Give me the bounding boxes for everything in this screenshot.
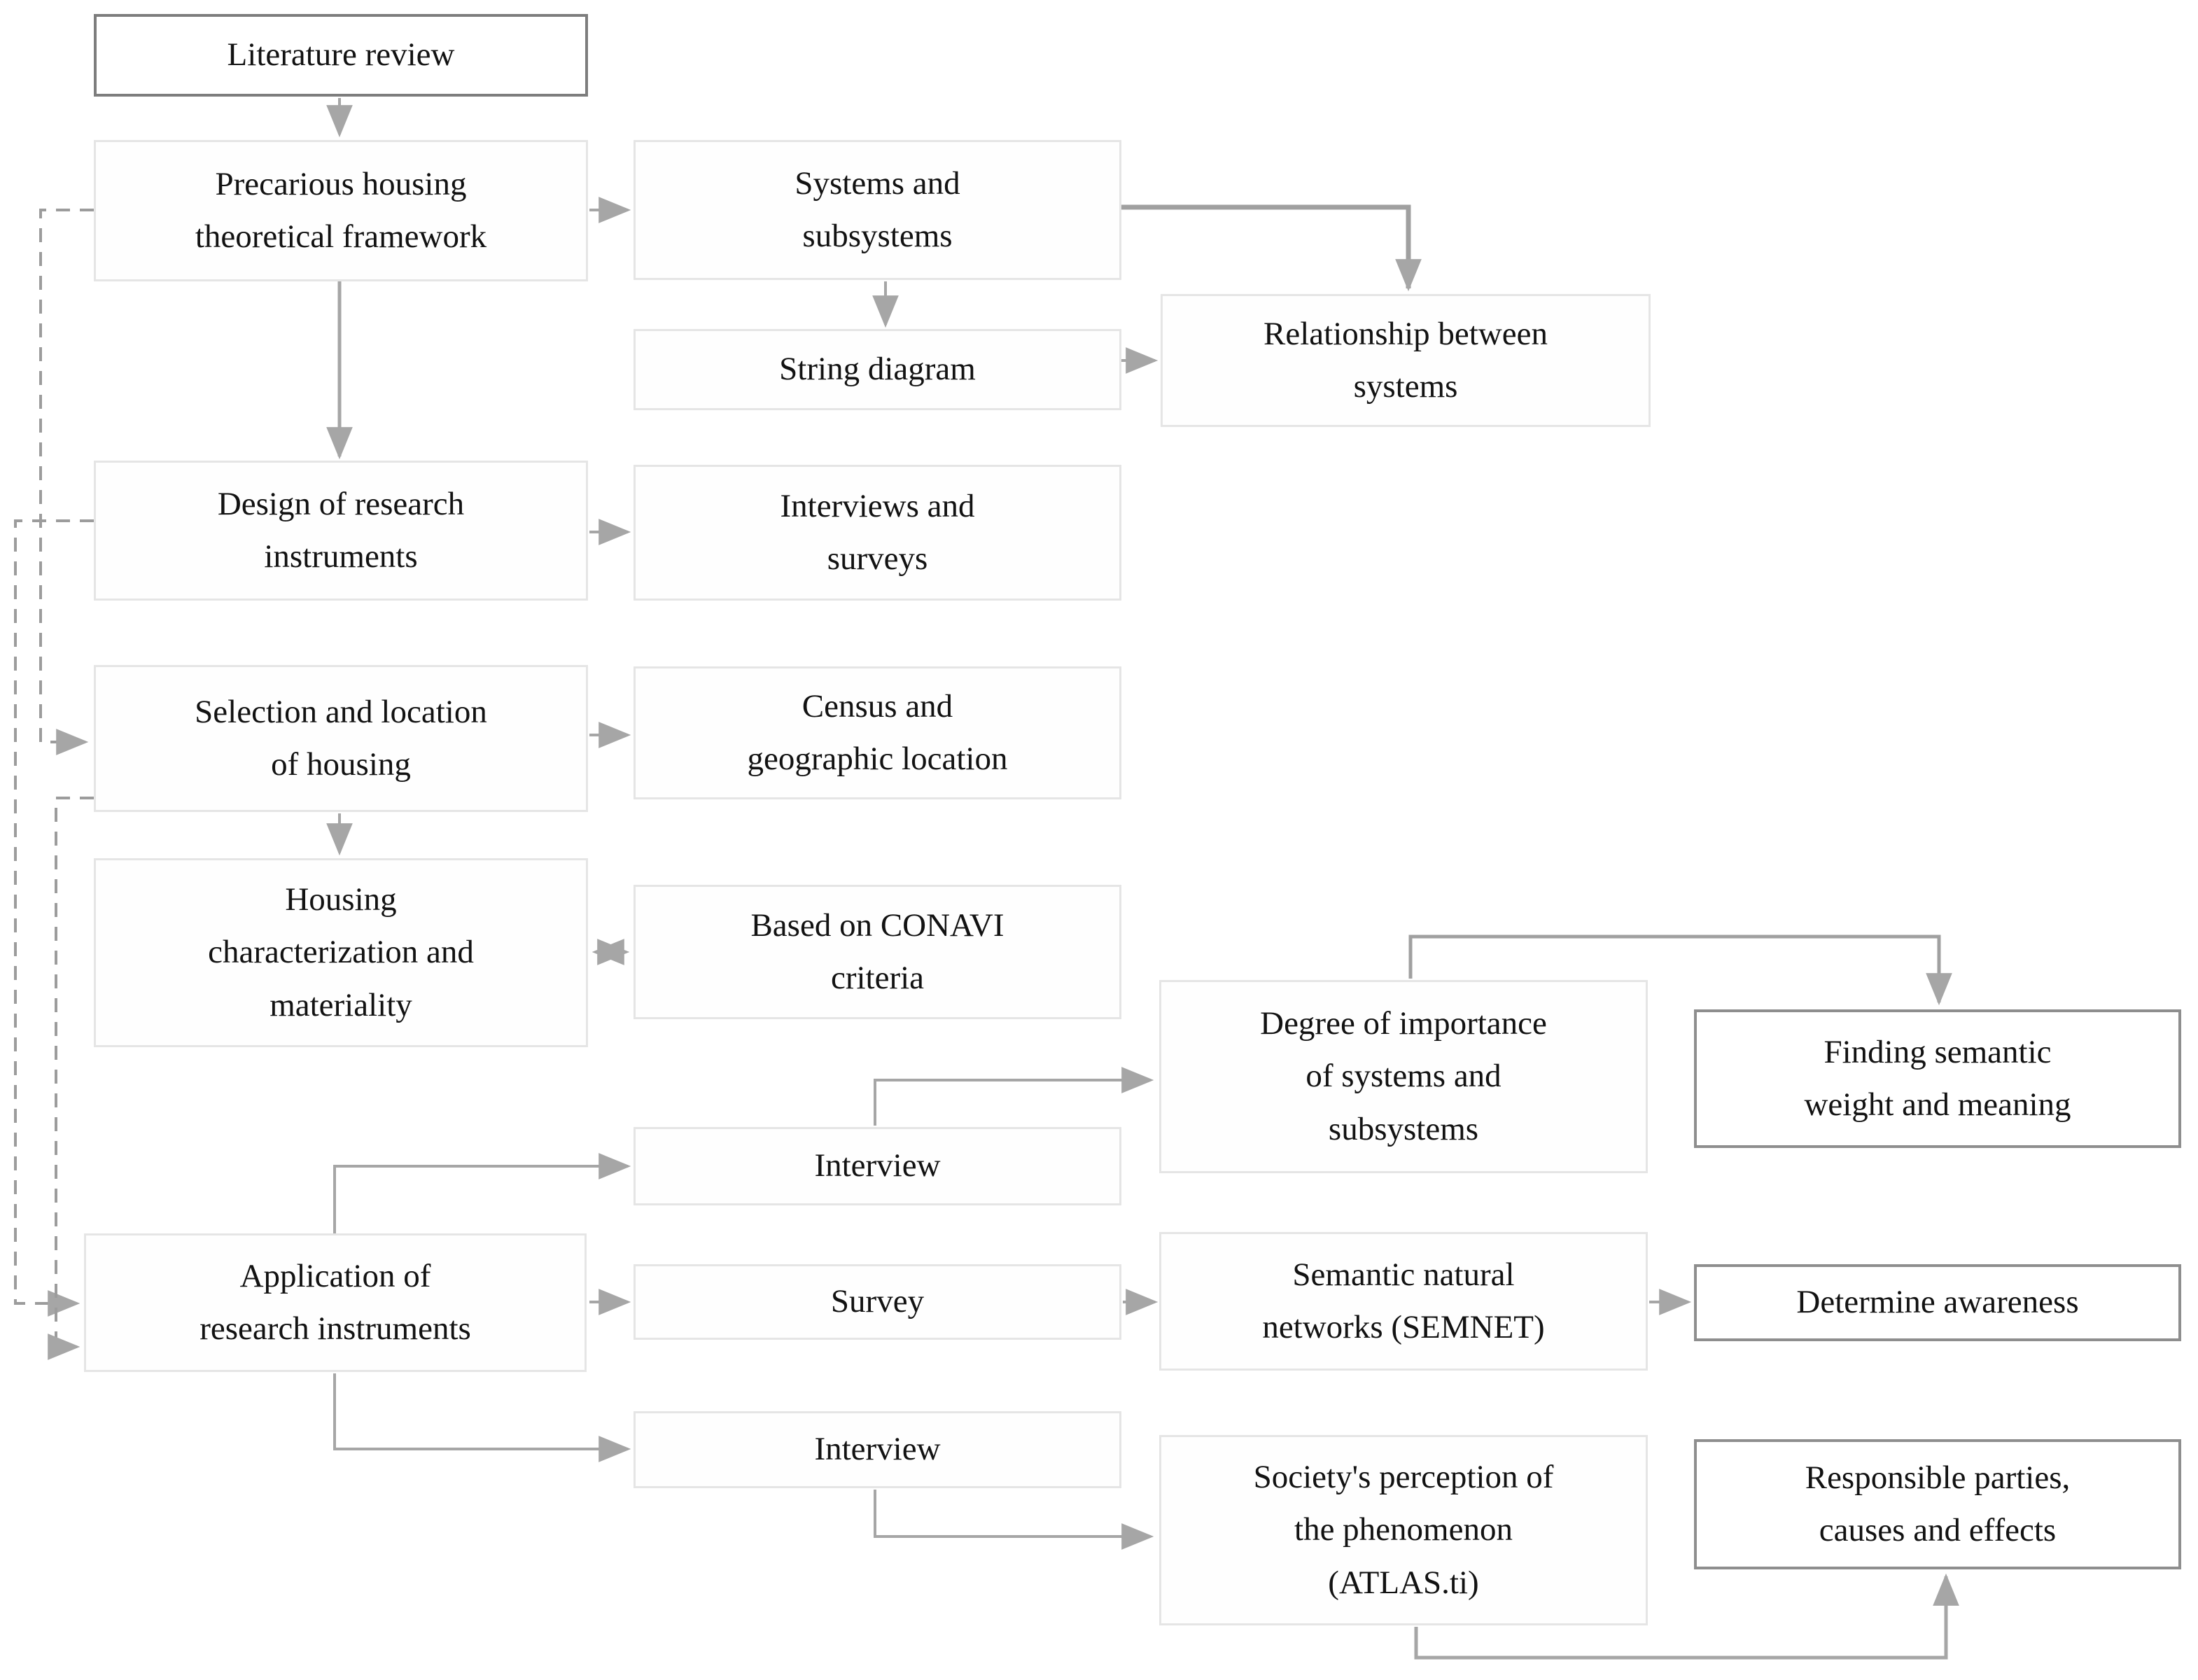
node-degree-of-importance: Degree of importance of systems and subs… — [1159, 980, 1648, 1173]
node-string-diagram: String diagram — [634, 329, 1121, 410]
dashed-precarious-to-selection — [39, 209, 94, 755]
node-interview-bottom: Interview — [634, 1411, 1121, 1488]
node-label: Semantic natural networks (SEMNET) — [1262, 1256, 1545, 1345]
arrow-interview-top-to-degree — [874, 1067, 1154, 1126]
node-label: Literature review — [227, 36, 455, 74]
node-systems-and-subsystems: Systems and subsystems — [634, 140, 1121, 280]
node-semantic-natural-networks: Semantic natural networks (SEMNET) — [1159, 1232, 1648, 1371]
node-literature-review: Literature review — [94, 14, 588, 97]
node-label: Application of research instruments — [200, 1257, 471, 1347]
node-label: String diagram — [779, 351, 976, 388]
dashed-selection-to-application — [48, 797, 94, 1360]
arrow-interview-bottom-to-society — [874, 1490, 1154, 1550]
node-label: Finding semantic weight and meaning — [1804, 1033, 2071, 1123]
node-survey: Survey — [634, 1264, 1121, 1340]
node-label: Design of research instruments — [217, 485, 465, 575]
node-interview-top: Interview — [634, 1127, 1121, 1205]
node-label: Census and geographic location — [747, 687, 1008, 777]
node-label: Degree of importance of systems and subs… — [1260, 1005, 1547, 1147]
node-label: Responsible parties, causes and effects — [1805, 1459, 2071, 1548]
node-relationship-between-systems: Relationship between systems — [1161, 294, 1651, 427]
node-responsible-parties-causes-effects: Responsible parties, causes and effects — [1694, 1439, 2181, 1569]
arrow-application-to-interview-top — [333, 1153, 631, 1233]
node-housing-characterization-materiality: Housing characterization and materiality — [94, 858, 588, 1047]
node-label: Society's perception of the phenomenon (… — [1253, 1459, 1554, 1601]
node-label: Interview — [814, 1147, 941, 1184]
node-label: Housing characterization and materiality — [208, 881, 474, 1023]
arrow-society-to-responsible — [1414, 1573, 1959, 1660]
dashed-design-to-application — [14, 519, 94, 1317]
node-societys-perception-atlas-ti: Society's perception of the phenomenon (… — [1159, 1435, 1648, 1625]
node-label: Systems and subsystems — [794, 164, 960, 254]
node-design-of-research-instruments: Design of research instruments — [94, 461, 588, 601]
node-label: Determine awareness — [1796, 1284, 2079, 1321]
arrow-systems-to-relationship — [1121, 204, 1422, 292]
node-finding-semantic-weight: Finding semantic weight and meaning — [1694, 1009, 2181, 1148]
node-interviews-and-surveys: Interviews and surveys — [634, 465, 1121, 601]
node-application-of-research-instruments: Application of research instruments — [84, 1233, 587, 1372]
node-label: Relationship between systems — [1264, 315, 1548, 405]
node-determine-awareness: Determine awareness — [1694, 1264, 2181, 1341]
arrow-application-to-interview-bottom — [333, 1373, 631, 1462]
node-label: Based on CONAVI criteria — [750, 906, 1004, 996]
node-precarious-housing-framework: Precarious housing theoretical framework — [94, 140, 588, 281]
node-label: Survey — [830, 1283, 925, 1320]
node-label: Precarious housing theoretical framework — [195, 165, 487, 255]
node-label: Selection and location of housing — [195, 693, 487, 783]
node-label: Interview — [814, 1431, 941, 1468]
node-label: Interviews and surveys — [780, 487, 975, 577]
arrow-degree-to-finding — [1408, 934, 1952, 1006]
node-based-on-conavi-criteria: Based on CONAVI criteria — [634, 885, 1121, 1019]
node-selection-and-location-of-housing: Selection and location of housing — [94, 665, 588, 812]
node-census-and-geographic-location: Census and geographic location — [634, 666, 1121, 799]
